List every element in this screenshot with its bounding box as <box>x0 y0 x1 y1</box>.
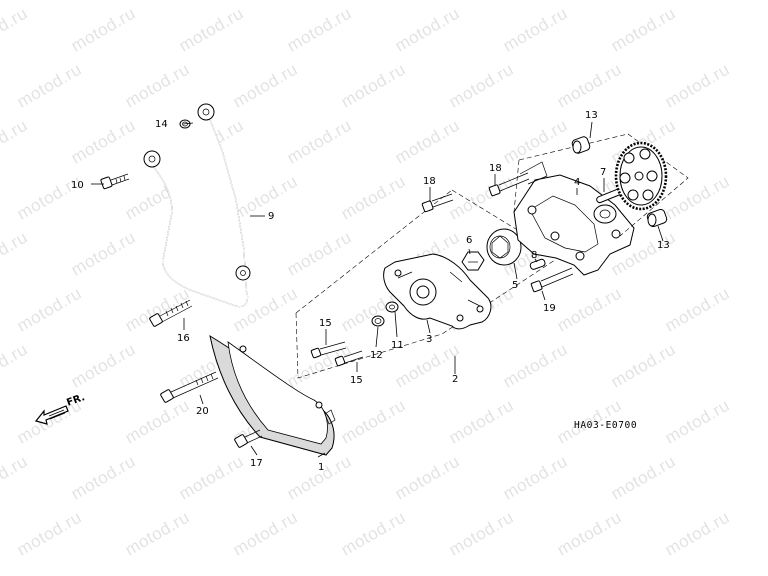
part-label-7[interactable]: 7 <box>600 167 606 178</box>
bolt-part-17 <box>234 429 263 448</box>
part-label-1[interactable]: 1 <box>318 462 324 473</box>
part-label-16[interactable]: 16 <box>177 333 190 344</box>
part-label-10[interactable]: 10 <box>71 180 84 191</box>
oil-pipe-part-9 <box>143 103 251 308</box>
drive-gear <box>614 141 668 211</box>
front-direction-label: FR. <box>65 392 86 409</box>
bolt-part-18-right <box>488 161 548 197</box>
part-label-9[interactable]: 9 <box>268 211 274 222</box>
bolt-part-15-lower <box>334 350 364 367</box>
drawing-code: HA03-E0700 <box>574 420 637 431</box>
front-direction-indicator: FR. <box>34 392 86 425</box>
bolt-part-20 <box>160 371 219 403</box>
part-label-2[interactable]: 2 <box>452 374 458 385</box>
seal-part-11 <box>385 301 399 313</box>
part-label-12[interactable]: 12 <box>370 350 383 361</box>
part-label-4[interactable]: 4 <box>574 177 580 188</box>
part-label-13-upper[interactable]: 13 <box>585 110 598 121</box>
part-label-14[interactable]: 14 <box>155 119 168 130</box>
o-ring-part-12 <box>371 315 385 327</box>
bolt-part-18-left <box>421 193 454 213</box>
bolt-part-10 <box>100 173 130 190</box>
part-label-18-left[interactable]: 18 <box>423 176 436 187</box>
part-label-5[interactable]: 5 <box>512 280 518 291</box>
bolt-part-19 <box>530 267 574 293</box>
pump-body-part-3 <box>383 253 492 330</box>
part-labels: 1 2 3 4 5 6 7 8 9 10 11 12 13 13 14 15 1… <box>71 110 670 473</box>
part-label-18-right[interactable]: 18 <box>489 163 502 174</box>
part-label-15-upper[interactable]: 15 <box>319 318 332 329</box>
leader-lines <box>91 121 664 458</box>
part-label-15-lower[interactable]: 15 <box>350 375 363 386</box>
outer-rotor-part-5 <box>486 228 522 266</box>
guard-plate-part-1 <box>209 334 336 456</box>
part-label-20[interactable]: 20 <box>196 406 209 417</box>
part-label-11[interactable]: 11 <box>391 340 404 351</box>
part-label-6[interactable]: 6 <box>466 235 472 246</box>
part-label-3[interactable]: 3 <box>426 334 432 345</box>
part-label-8[interactable]: 8 <box>531 250 537 261</box>
collar-part-13-lower <box>646 208 668 228</box>
bolt-part-16 <box>149 299 193 327</box>
part-label-19[interactable]: 19 <box>543 303 556 314</box>
bolt-part-15-upper <box>310 341 347 359</box>
part-label-17[interactable]: 17 <box>250 458 263 469</box>
part-label-13-lower[interactable]: 13 <box>657 240 670 251</box>
inner-rotor-part-6 <box>461 251 485 271</box>
collar-part-13-upper <box>571 136 591 154</box>
